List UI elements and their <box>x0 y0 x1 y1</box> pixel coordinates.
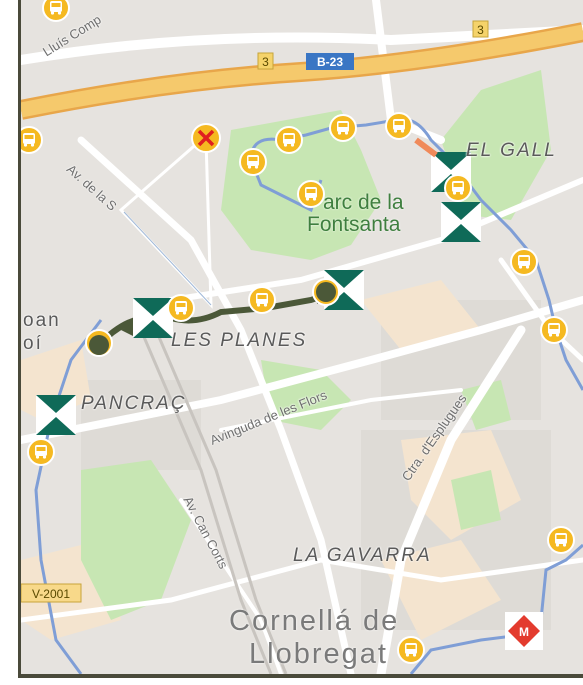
destination-x-icon[interactable] <box>191 123 221 153</box>
route-arrow-icon <box>121 322 134 336</box>
park-south <box>81 460 191 620</box>
route-highlight-segment <box>414 137 438 158</box>
tram-stop-icon[interactable] <box>36 395 76 435</box>
bus-stop-icon[interactable] <box>297 180 325 208</box>
road-badge-v2001: V-2001 <box>21 583 82 603</box>
tram-stop-icon[interactable] <box>441 202 481 242</box>
map-viewport[interactable]: B-23 3 3 V-2001 <box>18 0 583 678</box>
route-start-point[interactable] <box>89 335 109 355</box>
park-small <box>261 360 351 430</box>
map-canvas[interactable]: B-23 3 3 V-2001 <box>21 0 583 674</box>
road-badge-b23-text: B-23 <box>317 55 343 69</box>
walking-path <box>118 138 213 309</box>
bus-stop-icon[interactable] <box>239 148 267 176</box>
bus-stop-icon[interactable] <box>385 112 413 140</box>
road-badge-3-b-text: 3 <box>477 23 484 37</box>
bus-stop-icon[interactable] <box>510 248 538 276</box>
bus-stop-icon[interactable] <box>540 316 568 344</box>
metro-label: M <box>519 625 529 639</box>
bus-stop-icon[interactable] <box>21 126 43 154</box>
bus-stop-icon[interactable] <box>397 636 425 664</box>
bus-stop-icon[interactable] <box>547 526 575 554</box>
bus-stop-icon[interactable] <box>275 126 303 154</box>
route-end-point[interactable] <box>316 282 336 302</box>
bus-stop-icon[interactable] <box>42 0 70 22</box>
bus-stop-icon[interactable] <box>248 286 276 314</box>
road-badge-3-a: 3 <box>257 52 274 70</box>
road-badge-b23: B-23 <box>306 53 354 70</box>
road-badge-3-a-text: 3 <box>262 55 269 69</box>
bus-stop-icon[interactable] <box>329 114 357 142</box>
metro-icon[interactable]: M <box>505 612 543 650</box>
bus-stop-icon[interactable] <box>444 174 472 202</box>
tram-stop-icon[interactable] <box>133 298 173 338</box>
road-badge-v2001-text: V-2001 <box>32 587 70 601</box>
bus-stop-icon[interactable] <box>27 438 55 466</box>
road-badge-3-b: 3 <box>472 20 489 38</box>
bus-stop-icon[interactable] <box>167 294 195 322</box>
